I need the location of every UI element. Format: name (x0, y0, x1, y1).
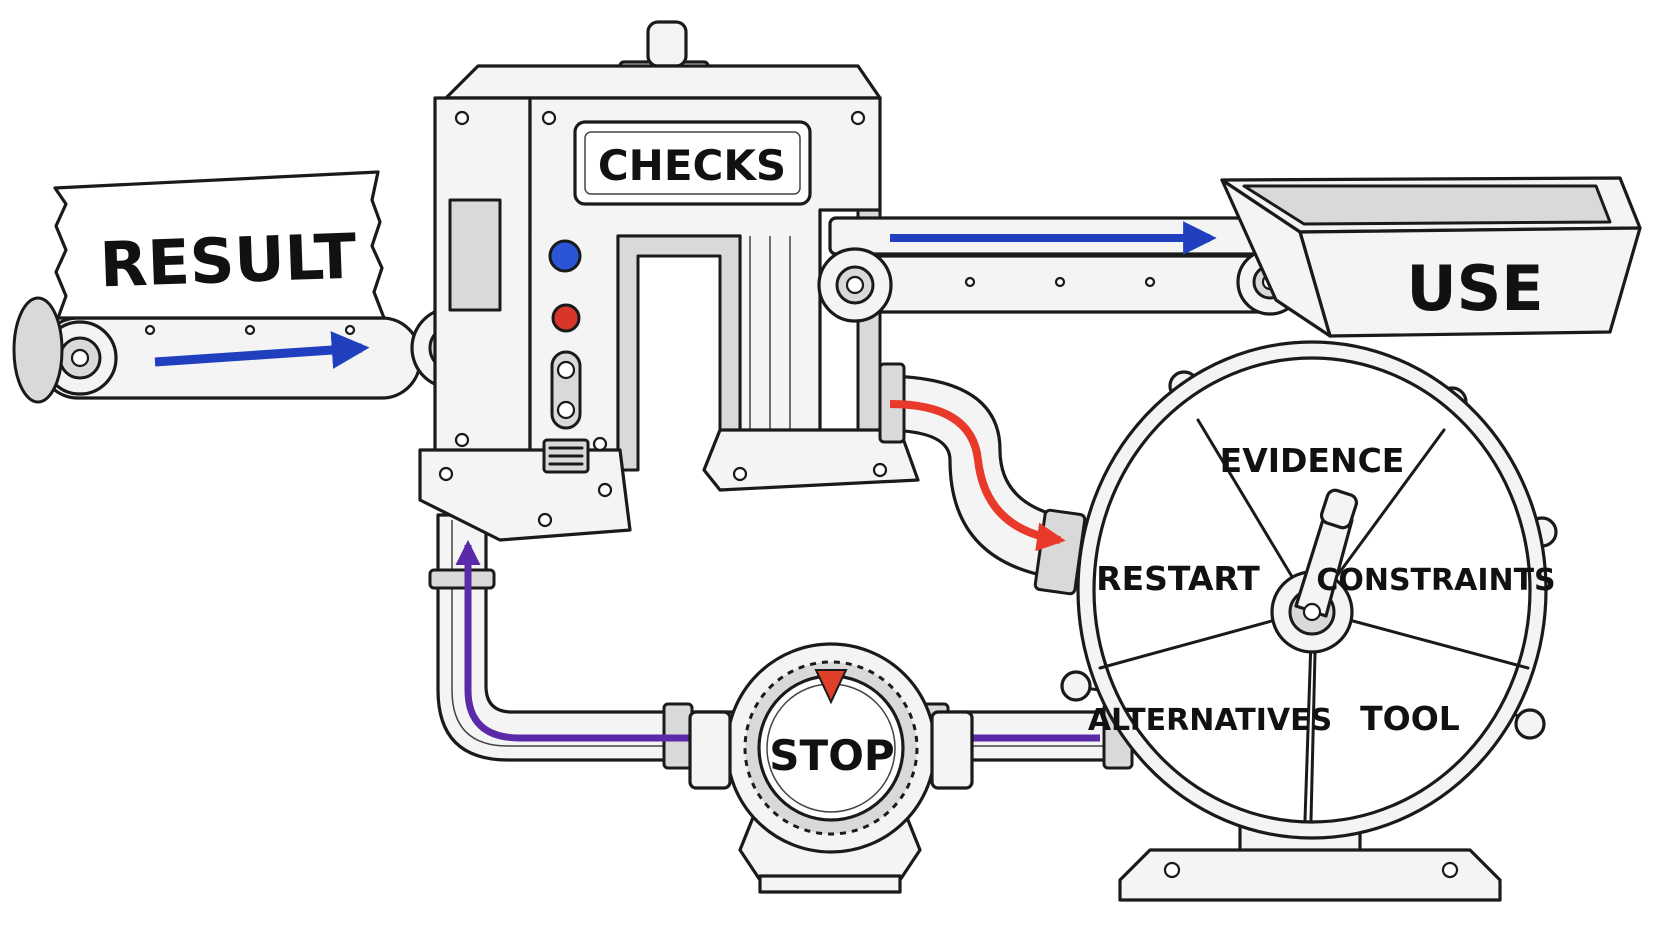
indicator-light-red (551, 303, 581, 333)
result-label: RESULT (99, 220, 358, 302)
wheel-label-constraints: CONSTRAINTS (1316, 563, 1555, 598)
use-tray: USE (1220, 176, 1642, 338)
wheel-label-tool: TOOL (1360, 699, 1460, 738)
checks-label: CHECKS (598, 141, 786, 190)
stop-pointer (814, 669, 848, 705)
wheel-label-evidence: EVIDENCE (1220, 441, 1405, 480)
reject-flow-arrow (889, 400, 1066, 552)
output-conveyor (817, 216, 1304, 323)
use-label: USE (1406, 252, 1543, 325)
decision-wheel: EVIDENCE RESTART CONSTRAINTS ALTERNATIVE… (1060, 340, 1558, 902)
wheel-label-alternatives: ALTERNATIVES (1088, 703, 1332, 738)
input-conveyor (12, 296, 494, 404)
result-ticket: RESULT (53, 170, 386, 320)
input-flow-arrow (154, 331, 370, 369)
loop-flow-arrow-path (455, 539, 1100, 742)
indicator-light-blue (548, 239, 582, 273)
checks-nameplate: CHECKS (573, 120, 812, 206)
wheel-label-restart: RESTART (1096, 559, 1260, 598)
stop-label: STOP (769, 731, 894, 780)
stop-valve: STOP (688, 642, 974, 894)
